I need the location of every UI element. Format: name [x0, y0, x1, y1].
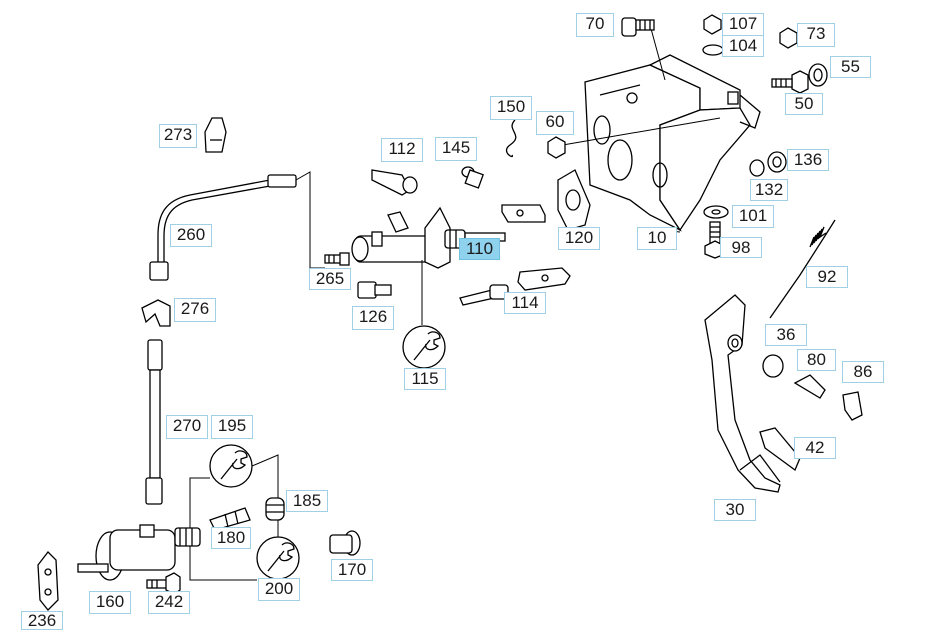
callout-104[interactable]: 104: [722, 35, 764, 57]
callout-170[interactable]: 170: [331, 559, 373, 581]
callout-270[interactable]: 270: [166, 415, 208, 439]
part-160-drawing: [77, 524, 201, 581]
callout-114[interactable]: 114: [504, 292, 546, 314]
part-242-drawing: [146, 572, 181, 595]
callout-112[interactable]: 112: [381, 138, 423, 162]
callout-101[interactable]: 101: [732, 205, 774, 228]
wrench-symbol-200: [256, 536, 300, 580]
part-170-drawing: [329, 530, 361, 556]
part-92-drawing: [769, 219, 836, 319]
callout-236[interactable]: 236: [21, 611, 63, 630]
callout-265[interactable]: 265: [309, 268, 351, 290]
callout-60[interactable]: 60: [536, 111, 574, 135]
part-145-drawing: [461, 166, 484, 189]
callout-36[interactable]: 36: [765, 324, 807, 346]
callout-150[interactable]: 150: [490, 96, 532, 120]
callout-273[interactable]: 273: [159, 124, 197, 148]
part-114-drawing: [459, 267, 571, 306]
callout-98[interactable]: 98: [720, 237, 762, 258]
callout-132[interactable]: 132: [750, 179, 788, 201]
pedal-bracket-drawing: [584, 54, 761, 232]
callout-145[interactable]: 145: [435, 137, 477, 161]
part-126-drawing: [357, 281, 392, 299]
part-185-drawing: [265, 497, 285, 521]
part-110-drawing: [351, 204, 546, 269]
callout-55[interactable]: 55: [830, 56, 871, 78]
callout-260[interactable]: 260: [170, 224, 212, 247]
part-273-drawing: [204, 117, 227, 153]
callout-136[interactable]: 136: [787, 149, 829, 171]
callout-10[interactable]: 10: [637, 227, 677, 250]
callout-200[interactable]: 200: [258, 578, 300, 601]
callout-276[interactable]: 276: [174, 298, 216, 322]
wrench-symbol-195: [209, 444, 253, 488]
callout-195[interactable]: 195: [211, 415, 253, 439]
part-30-drawing: [704, 294, 781, 493]
callout-70[interactable]: 70: [576, 13, 614, 37]
callout-115[interactable]: 115: [404, 368, 446, 390]
callout-86[interactable]: 86: [842, 361, 884, 383]
callout-160[interactable]: 160: [89, 591, 131, 614]
callout-50[interactable]: 50: [785, 93, 823, 115]
callout-42[interactable]: 42: [794, 437, 836, 459]
part-270-drawing: [145, 339, 163, 505]
callout-107[interactable]: 107: [722, 13, 764, 37]
part-120-drawing: [557, 169, 591, 231]
part-70-drawing: [621, 17, 655, 37]
part-265-drawing: [324, 252, 350, 266]
part-112-drawing: [371, 169, 418, 196]
callout-126[interactable]: 126: [352, 306, 394, 330]
callout-92[interactable]: 92: [806, 266, 848, 288]
callout-185[interactable]: 185: [286, 490, 328, 512]
callout-180[interactable]: 180: [211, 527, 251, 549]
callout-242[interactable]: 242: [148, 591, 190, 614]
callout-80[interactable]: 80: [797, 349, 836, 371]
part-50-drawing: [771, 70, 809, 94]
wrench-symbol-115: [402, 325, 446, 369]
part-236-drawing: [37, 551, 59, 611]
callout-30[interactable]: 30: [714, 499, 756, 521]
part-260-drawing: [149, 171, 325, 281]
callout-120[interactable]: 120: [558, 227, 600, 250]
callout-73[interactable]: 73: [797, 23, 835, 47]
callout-110[interactable]: 110: [459, 238, 500, 260]
part-180-drawing: [209, 507, 251, 531]
